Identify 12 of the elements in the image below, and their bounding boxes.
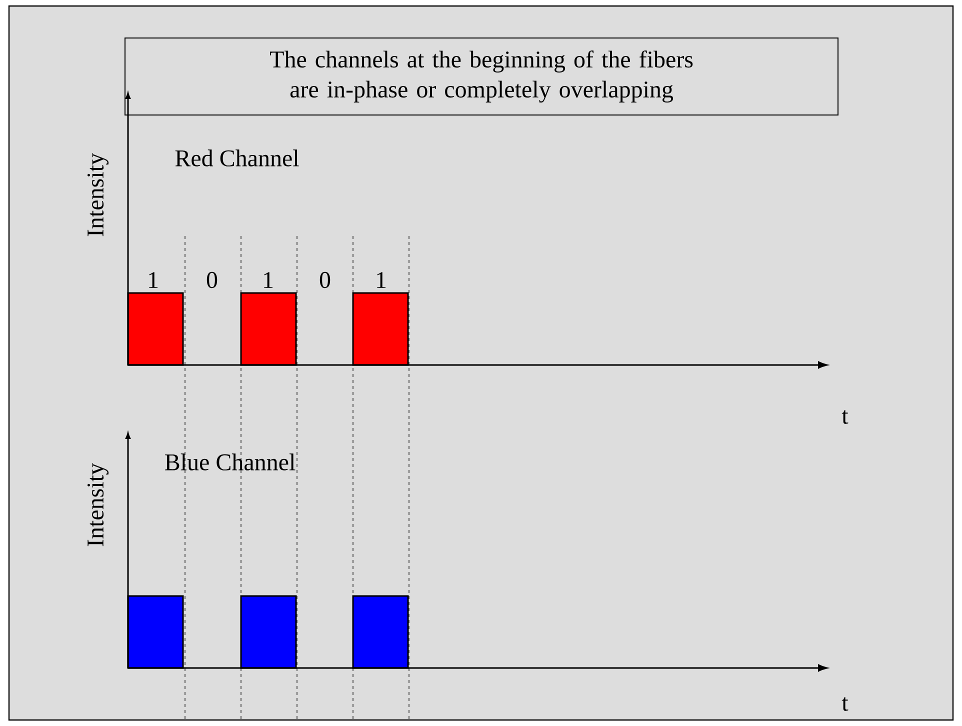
title-box: The channels at the beginning of the fibers are in-phase or completely overlapping xyxy=(124,38,838,116)
bit-label: 0 xyxy=(206,272,218,288)
axis-label: Intensity xyxy=(87,463,109,546)
axis-label: Intensity xyxy=(87,153,109,236)
channel-label: Red Channel xyxy=(175,150,299,166)
axis-label: t xyxy=(842,410,848,424)
axis-label: t xyxy=(842,697,848,711)
bit-label: 1 xyxy=(264,272,273,288)
channel-label: Blue Channel xyxy=(165,454,296,470)
bit-label: 0 xyxy=(320,272,330,288)
bit-label: 1 xyxy=(377,272,386,288)
bit-label: 1 xyxy=(149,272,158,288)
